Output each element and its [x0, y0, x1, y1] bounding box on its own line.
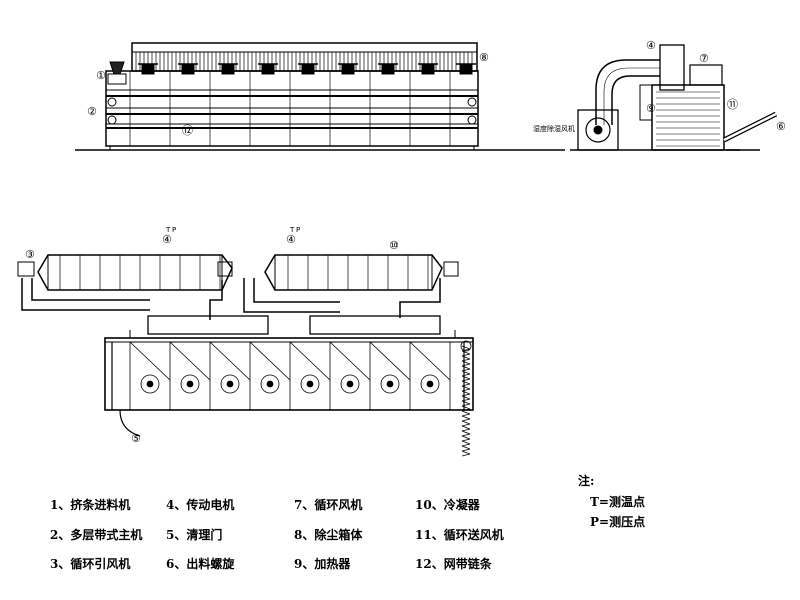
legend-item-9: 9、加热器	[294, 557, 351, 571]
fan-heater-side-view	[570, 44, 778, 151]
legend-item-1: 1、挤条进料机	[50, 498, 131, 512]
legend-item-10: 10、冷凝器	[415, 498, 480, 512]
callout-1: ①	[96, 69, 106, 82]
legend-item-4: 4、传动电机	[166, 498, 235, 512]
legend-item-2: 2、多层带式主机	[50, 528, 143, 542]
legend-item-8: 8、除尘箱体	[294, 528, 363, 542]
legend-item-7: 7、循环风机	[294, 498, 363, 512]
callout-5: ⑤	[131, 432, 141, 445]
callout-4-left: ④	[162, 233, 172, 246]
legend-item-3: 3、循环引风机	[50, 557, 131, 571]
callout-7: ⑦	[699, 52, 709, 65]
belt-dryer-elevation	[75, 42, 565, 151]
legend-item-12: 12、网带链条	[415, 557, 492, 571]
callout-9: ⑨	[646, 102, 656, 115]
pressure-point-left: P	[172, 226, 176, 234]
callout-12: ⑫	[182, 124, 193, 137]
callout-6: ⑥	[776, 120, 786, 133]
callout-4-top: ④	[646, 39, 656, 52]
plan-view	[17, 254, 474, 457]
notes-title: 注:	[578, 474, 595, 488]
pressure-point-right: P	[296, 226, 300, 234]
notes-pressure-point: P=测压点	[590, 515, 646, 529]
notes-temp-point: T=测温点	[590, 495, 645, 509]
inlet-label: 湿度除湿风机	[533, 124, 575, 133]
callout-2: ②	[87, 105, 97, 118]
callout-10: ⑩	[389, 239, 399, 252]
temp-point-right: T	[289, 226, 295, 234]
legend-item-6: 6、出料螺旋	[166, 557, 235, 571]
temp-point-left: T	[165, 226, 171, 234]
legend-item-5: 5、清理门	[166, 528, 223, 542]
callout-4-mid: ④	[286, 233, 296, 246]
callout-11: ⑪	[727, 98, 738, 111]
legend-item-11: 11、循环送风机	[415, 528, 504, 542]
callout-3: ③	[25, 248, 35, 261]
callouts: ① ② ⑫ ⑧ ④ ⑦ ⑨ ⑪ ⑥ 湿度除湿风机 ③ ④ ⑩ ④ ⑤ T P T…	[25, 39, 786, 445]
callout-8: ⑧	[479, 51, 489, 64]
